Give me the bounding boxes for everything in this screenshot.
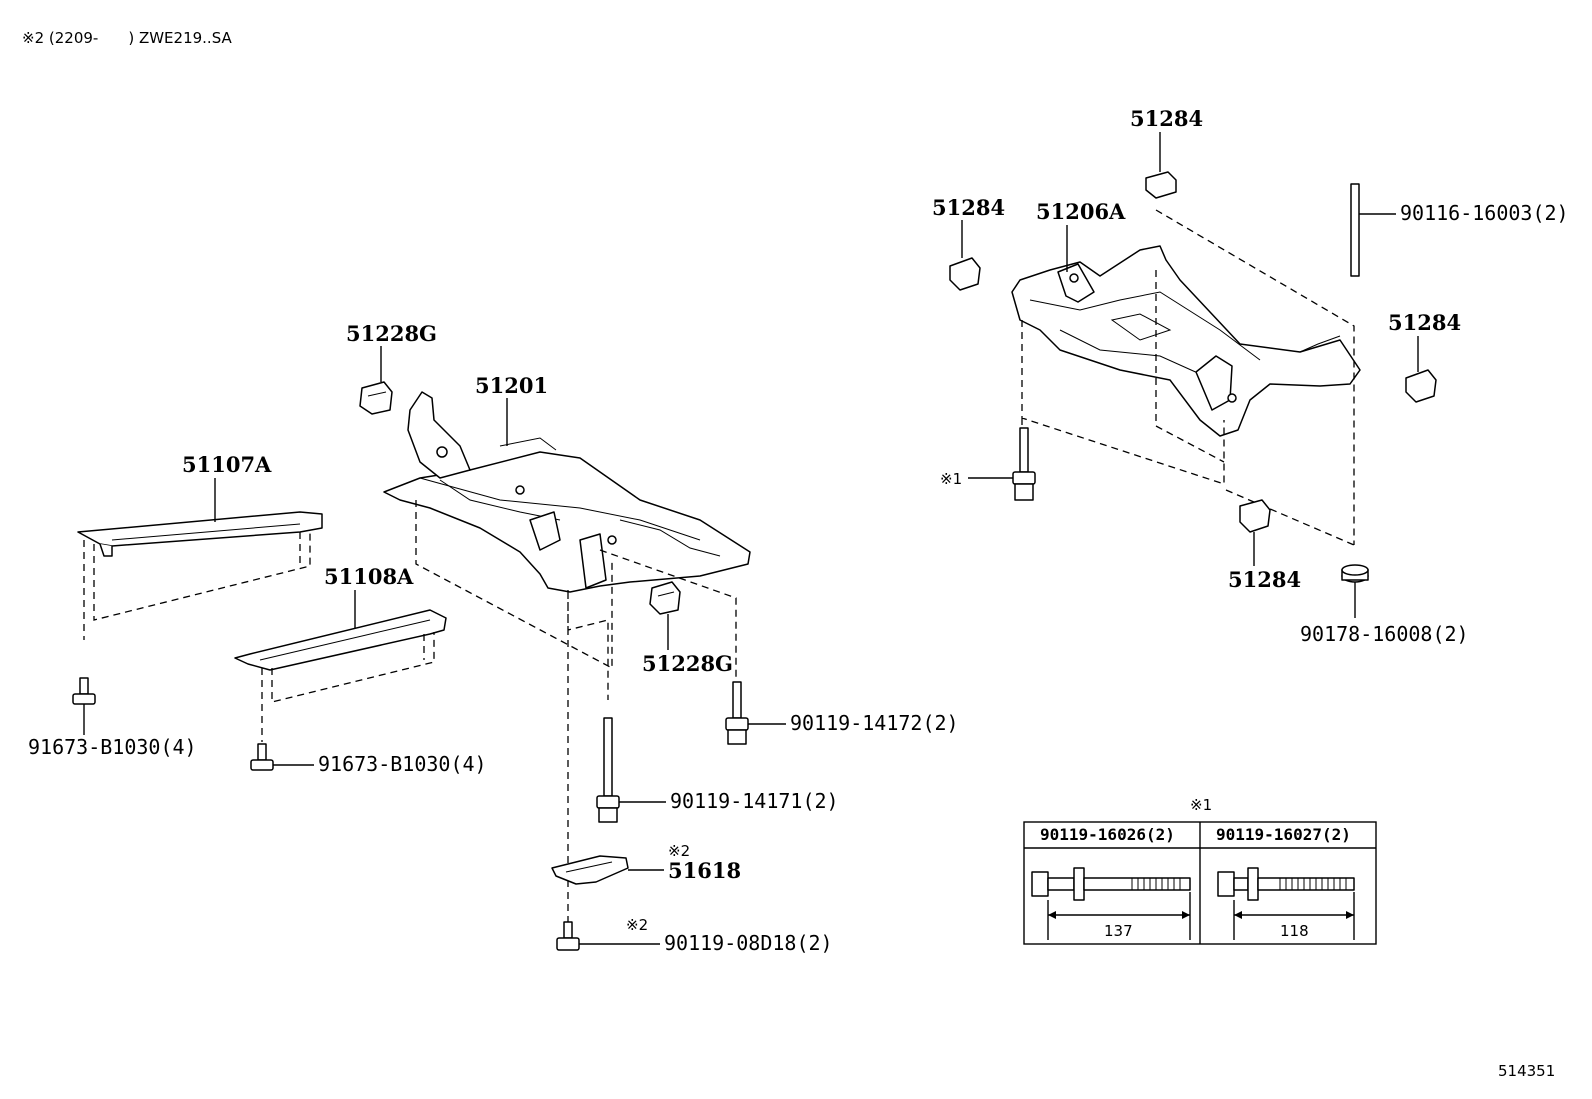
label-90116: 90116-16003(2) [1400, 201, 1569, 225]
label-51284-right: 51284 [1388, 310, 1461, 335]
label-51618: 51618 [668, 858, 741, 883]
bushing-51284-top [1145, 171, 1177, 199]
label-51284-top: 51284 [1130, 106, 1203, 131]
label-mark1: ※1 [940, 470, 962, 488]
bolt-91673-mid [250, 743, 274, 771]
bolt-table-col1-length: 137 [1104, 922, 1133, 940]
bolt-90119-16027-drawing [1217, 867, 1355, 901]
label-51228g-top: 51228G [346, 321, 437, 346]
label-90178: 90178-16008(2) [1300, 622, 1469, 646]
brace-51107a-drawing [77, 511, 323, 557]
guide-51201-right [599, 549, 737, 680]
brace-51108a-drawing [234, 609, 447, 671]
label-51228g-bottom: 51228G [642, 651, 733, 676]
washer-90178-16008 [1341, 564, 1369, 583]
header-note: ※2 (2209- ) ZWE219..SA [22, 29, 232, 47]
bolt-table-col2-length: 118 [1280, 922, 1309, 940]
label-91673-mid: 91673-B1030(4) [318, 752, 487, 776]
bolt-90119-16026-drawing [1031, 867, 1191, 901]
label-51107a: 51107A [182, 452, 272, 477]
crossmember-51201-drawing [383, 391, 751, 593]
bolt-table-col1-part: 90119-16026(2) [1040, 825, 1175, 844]
stud-90116-16003 [1350, 183, 1360, 277]
diagram-id: 514351 [1498, 1062, 1555, 1080]
bolt-mark1 [1012, 427, 1036, 501]
label-90119-08d18: 90119-08D18(2) [664, 931, 833, 955]
bolt-90119-08d18 [556, 921, 580, 951]
bushing-51228g-bottom [649, 581, 681, 615]
label-51284-bottom: 51284 [1228, 567, 1301, 592]
label-51201: 51201 [475, 373, 548, 398]
label-51206a: 51206A [1036, 199, 1126, 224]
bushing-51284-bottom [1239, 499, 1271, 533]
bushing-51228g-top [359, 381, 393, 415]
label-51284-left: 51284 [932, 195, 1005, 220]
bushing-51284-left [949, 257, 981, 291]
guide-51206a [1021, 209, 1355, 546]
guide-51108a [261, 632, 435, 742]
bolt-table-col2-part: 90119-16027(2) [1216, 825, 1351, 844]
label-90119-14171: 90119-14171(2) [670, 789, 839, 813]
mark-90119-08d18: ※2 [626, 916, 648, 934]
crossmember-51206a-drawing [1011, 245, 1361, 437]
bushing-51284-right [1405, 369, 1437, 403]
bolt-table: ※1 90119-16026(2) 90119-16027(2) 137 [1023, 796, 1377, 945]
guide-51201-left [415, 500, 613, 670]
label-91673-left: 91673-B1030(4) [28, 735, 197, 759]
mark-51618: ※2 [668, 842, 690, 860]
bolt-91673-left [72, 677, 96, 705]
bolt-table-mark: ※1 [1190, 796, 1212, 814]
bolt-90119-14171 [596, 717, 620, 823]
label-90119-14172: 90119-14172(2) [790, 711, 959, 735]
guide-51107a [83, 532, 311, 640]
plate-51618-drawing [551, 855, 629, 885]
label-51108a: 51108A [324, 564, 414, 589]
bolt-90119-14172 [725, 681, 749, 745]
